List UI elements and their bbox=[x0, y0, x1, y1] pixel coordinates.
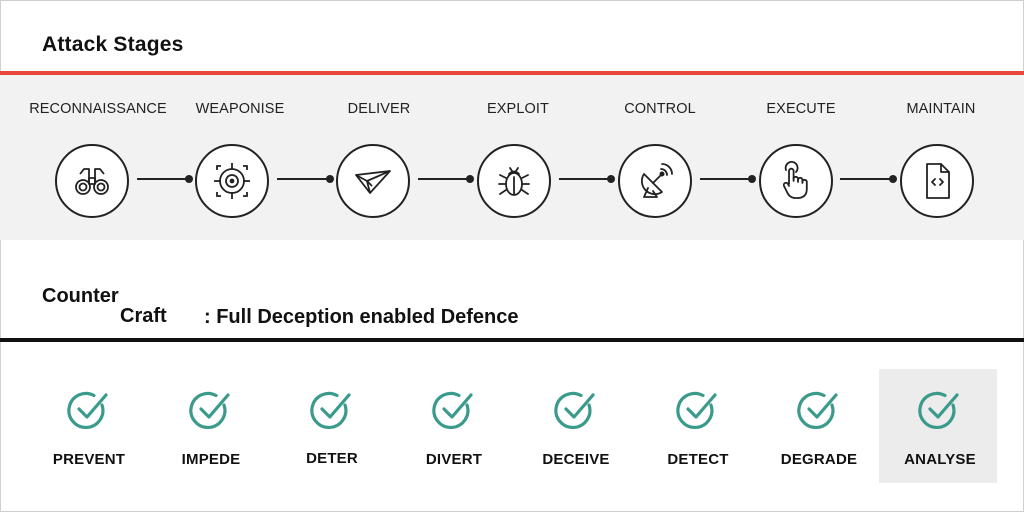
red-divider bbox=[0, 71, 1024, 75]
connector-dot bbox=[748, 175, 756, 183]
connector-dot bbox=[889, 175, 897, 183]
connector-dot bbox=[185, 175, 193, 183]
defence-label-analyse: ANALYSE bbox=[904, 451, 976, 468]
stage-label-execute: EXECUTE bbox=[766, 101, 836, 117]
defence-label-impede: IMPEDE bbox=[181, 451, 241, 468]
brand-word-counter: Counter bbox=[42, 285, 119, 307]
stage-node-weaponise bbox=[195, 144, 269, 218]
stage-label-reconnaissance: RECONNAISSANCE bbox=[29, 101, 167, 117]
defence-label-deceive: DECEIVE bbox=[542, 451, 610, 468]
connector-line bbox=[137, 178, 189, 180]
defence-label-prevent: PREVENT bbox=[52, 451, 126, 468]
paper-plane-icon bbox=[355, 170, 391, 194]
check-circle-icon bbox=[676, 391, 717, 429]
check-circle-icon bbox=[310, 391, 351, 429]
code-file-icon bbox=[926, 163, 950, 199]
bug-icon bbox=[498, 167, 530, 196]
black-divider bbox=[0, 338, 1024, 342]
check-circle-icon bbox=[189, 391, 230, 429]
defence-label-divert: DIVERT bbox=[425, 451, 483, 468]
check-circle-icon bbox=[67, 391, 108, 429]
defence-label-deter: DETER bbox=[306, 450, 358, 467]
stage-node-deliver bbox=[336, 144, 410, 218]
stage-label-deliver: DELIVER bbox=[347, 101, 411, 117]
stage-node-control bbox=[618, 144, 692, 218]
connector-dot bbox=[607, 175, 615, 183]
stage-node-exploit bbox=[477, 144, 551, 218]
section-title-attack-stages: Attack Stages bbox=[42, 33, 184, 56]
connector-dot bbox=[326, 175, 334, 183]
connector-line bbox=[700, 178, 752, 180]
connector-line bbox=[418, 178, 470, 180]
connector-line bbox=[277, 178, 330, 180]
check-circle-icon bbox=[554, 391, 595, 429]
stage-label-weaponise: WEAPONISE bbox=[195, 101, 285, 117]
stage-node-reconnaissance bbox=[55, 144, 129, 218]
pointer-hand-icon bbox=[782, 161, 808, 199]
binoculars-icon bbox=[75, 168, 109, 195]
defence-label-degrade: DEGRADE bbox=[780, 451, 858, 468]
connector-dot bbox=[466, 175, 474, 183]
connector-line bbox=[559, 178, 611, 180]
defence-label-detect: DETECT bbox=[667, 451, 729, 468]
satellite-dish-icon bbox=[641, 163, 673, 198]
stage-label-exploit: EXPLOIT bbox=[487, 101, 549, 117]
stage-label-control: CONTROL bbox=[624, 101, 696, 117]
stage-node-maintain bbox=[900, 144, 974, 218]
connector-line bbox=[840, 178, 893, 180]
stage-node-execute bbox=[759, 144, 833, 218]
stage-label-maintain: MAINTAIN bbox=[906, 101, 976, 117]
brand-word-craft: Craft bbox=[120, 305, 167, 327]
check-circle-icon bbox=[918, 391, 959, 429]
crosshair-target-icon bbox=[214, 163, 250, 199]
check-circle-icon bbox=[432, 391, 473, 429]
check-circle-icon bbox=[797, 391, 838, 429]
section-title-deception-defence: : Full Deception enabled Defence bbox=[204, 306, 519, 328]
